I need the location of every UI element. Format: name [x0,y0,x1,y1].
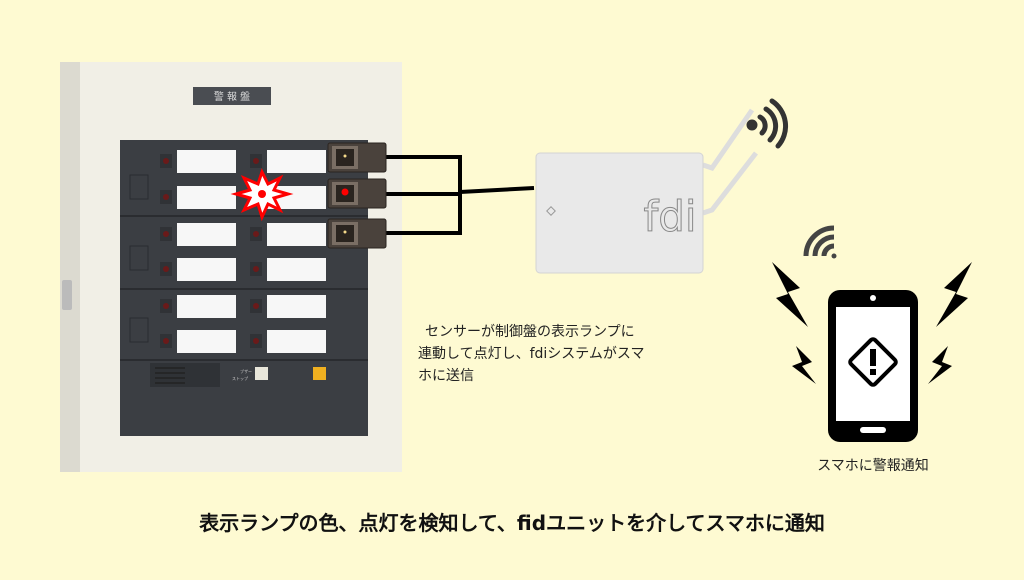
name-plate [177,150,236,173]
cabinet-handle [62,280,72,310]
indicator-lamp [253,158,259,164]
sensor-led [343,154,347,158]
indicator-lamp [253,266,259,272]
vibration-bolt-icons [772,262,972,384]
buzzer-stop-label-1: ブザー [240,368,252,374]
lamp-sensor [327,218,387,249]
footer-caption: 表示ランプの色、点灯を検知して、fidユニットを介してスマホに通知 [199,511,825,535]
sensor-wires [386,155,535,235]
device-body [535,152,704,274]
buzzer-stop-label-2: ストップ [232,375,248,381]
description-line-1: センサーが制御盤の表示ランプに [425,324,635,340]
indicator-lamp [253,338,259,344]
phone-caption: スマホに警報通知 [817,457,929,474]
name-plate [177,223,236,246]
name-plate [177,330,236,353]
sensor-led-lit [341,188,349,196]
indicator-lamp [163,338,169,344]
panel-plate-label: 警 報 盤 [214,90,250,103]
buzzer-stop-button[interactable] [255,367,268,380]
name-plate [177,186,236,209]
phone-wifi-icon [803,225,837,259]
lamp-sensor [327,142,387,173]
name-plate [267,330,326,353]
lamp-sensors [327,142,387,249]
description-line-2: 連動して点灯し、fdiシステムがスマ [418,346,644,362]
name-plate [177,295,236,318]
antenna [702,108,755,171]
name-plate [267,258,326,281]
indicator-lamp [163,266,169,272]
lit-lamp [258,190,266,198]
indicator-lamp [163,158,169,164]
name-plate [267,295,326,318]
wifi-signal-icon [746,98,789,149]
indicator-lamp [163,194,169,200]
cabinet-hinge-side [60,62,80,472]
device-logo: fdi [643,192,696,241]
sensor-led [343,230,347,234]
indicator-lamp [163,303,169,309]
lamp-sensor [327,178,387,209]
fdi-device: fdi [535,108,758,274]
description-line-3: ホに送信 [418,368,474,384]
panel-plate [193,87,271,105]
smartphone-icon [828,290,918,442]
antenna [702,151,758,216]
panel-latch [129,245,149,271]
lamp-reset-button[interactable] [313,367,326,380]
indicator-lamp [163,231,169,237]
name-plate [267,223,326,246]
control-panel: 警 報 盤 ブザー ストップ [60,62,402,472]
indicator-lamp [253,231,259,237]
panel-latch [129,174,149,200]
panel-latch [129,317,149,343]
indicator-lamp [253,303,259,309]
warning-icon [848,337,898,387]
name-plate [267,150,326,173]
nfc-mark-icon [546,206,556,216]
name-plate [177,258,236,281]
